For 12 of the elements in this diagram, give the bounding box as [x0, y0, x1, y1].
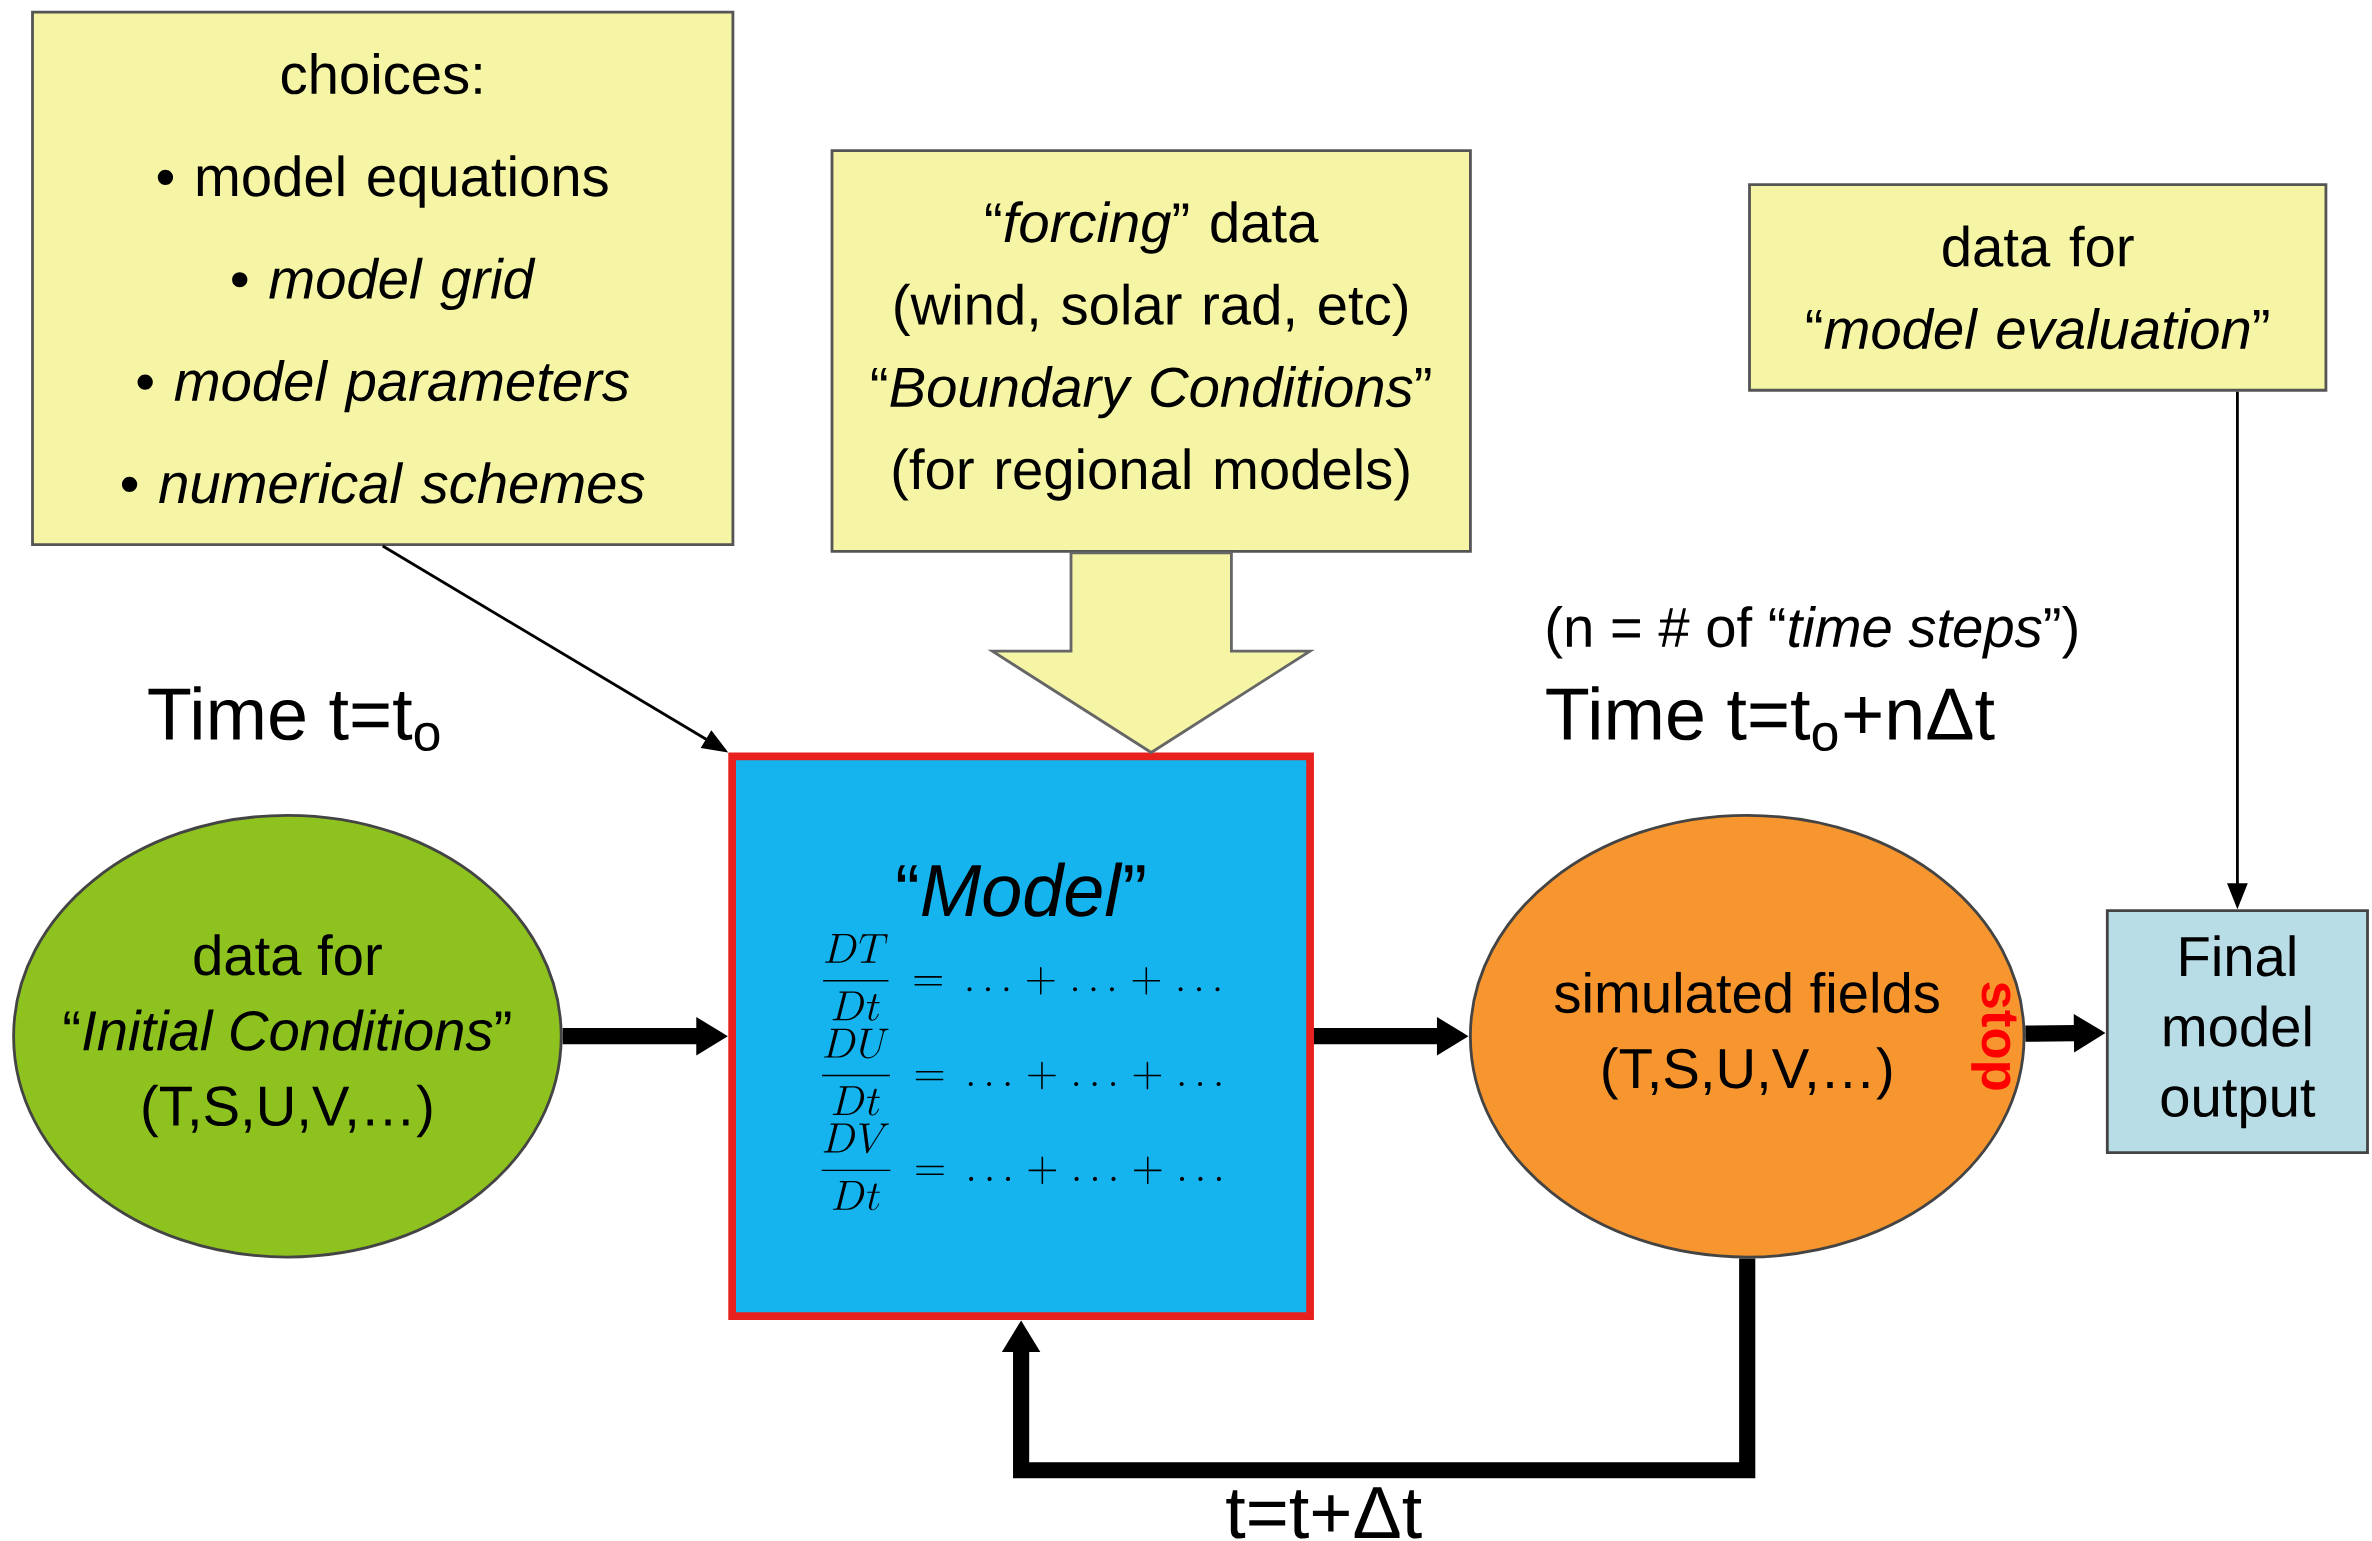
text-label: Time t=t$_{o}$ [148, 685, 440, 751]
text-label: (n = # of “time steps”) [1547, 605, 2077, 659]
output-box: Final model output [2105, 909, 2369, 1154]
stop-label: stop [1971, 982, 2017, 1090]
model-box: “Model” $\frac{DT}{Dt}=\ldots+\ldots+\ldots$ $\frac{DU}{Dt}=\ldots+\ldots+\ldots$ $\frac{DV}{Dt}=\ldots+\ldots+\ldots$ [728, 752, 1314, 1320]
arrow [1001, 1258, 1756, 1479]
choices-box: choices: • model equations • model grid • model parameters • numerical schemes [31, 10, 735, 546]
evaluation-box: data for “model evaluation” [1748, 182, 2328, 392]
text-label: Time t=t$_{o}$+nΔt [1546, 685, 1995, 751]
edge-label: t=t+Δt [1221, 1483, 1426, 1541]
block-arrow [987, 551, 1315, 754]
forcing-box: “forcing” data (wind, solar rad, etc) “Boundary Conditions” (for regional models) [830, 148, 1472, 553]
